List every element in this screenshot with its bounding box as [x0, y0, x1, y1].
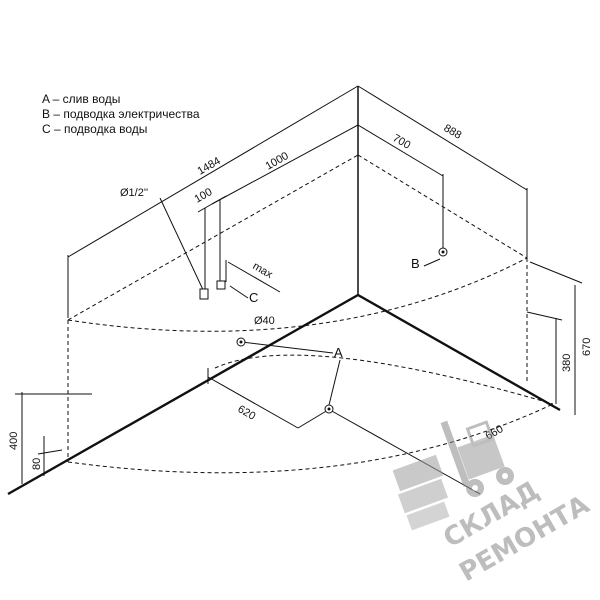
dim-line-620 — [207, 376, 299, 429]
dim-400: 400 — [8, 432, 20, 450]
dim-line-888 — [357, 85, 528, 191]
label-a: A — [334, 345, 343, 360]
drain-point-center — [327, 407, 331, 411]
dim-max: max — [251, 260, 275, 281]
dim-380: 380 — [561, 354, 573, 372]
drain-hole-center — [239, 340, 243, 344]
electric-point-center — [441, 250, 445, 254]
ext-670-top — [529, 261, 583, 284]
dim-line-100 — [197, 195, 227, 213]
bottom-arc — [214, 354, 554, 405]
dim-line-max — [227, 261, 281, 293]
left-floor-edge — [7, 293, 359, 496]
label-c: C — [249, 290, 258, 305]
base-front-arc — [67, 403, 554, 474]
legend-item-electric: B – подводка электричества — [42, 107, 200, 121]
rim-left-top — [67, 154, 359, 321]
leader-b — [423, 258, 441, 267]
rim-front-arc — [67, 257, 528, 332]
pipe-fitting-icon — [199, 288, 209, 300]
legend-item-water: C – подводка воды — [42, 122, 148, 136]
leader-a-upper — [241, 341, 334, 354]
dim-670: 670 — [581, 338, 593, 356]
water-inlet-icon — [216, 280, 226, 290]
dim-700: 700 — [391, 132, 413, 152]
ext-620-right — [297, 409, 329, 429]
dim-drain-diameter: Ø40 — [254, 315, 275, 327]
ext-380-top — [526, 311, 563, 321]
leader-c — [229, 285, 249, 299]
ext-80 — [37, 449, 63, 455]
leader-a-lower — [328, 359, 341, 406]
dim-line-660 — [329, 409, 481, 495]
dim-80: 80 — [31, 458, 43, 470]
dim-line-1484 — [67, 85, 359, 258]
dim-100: 100 — [193, 186, 215, 206]
legend-item-drain: A – слив воды — [42, 92, 121, 106]
label-b: B — [411, 256, 420, 271]
legend: A – слив воды B – подводка электричества… — [42, 92, 200, 137]
rim-right-top — [357, 154, 528, 259]
dim-line-1000 — [211, 124, 359, 205]
dim-620: 620 — [236, 403, 258, 423]
leader-pipe — [159, 197, 206, 295]
dim-pipe-diameter: Ø1/2'' — [120, 187, 148, 199]
forklift-logo-icon — [392, 420, 514, 531]
dim-line-700 — [357, 124, 444, 177]
right-floor-edge — [357, 293, 561, 412]
